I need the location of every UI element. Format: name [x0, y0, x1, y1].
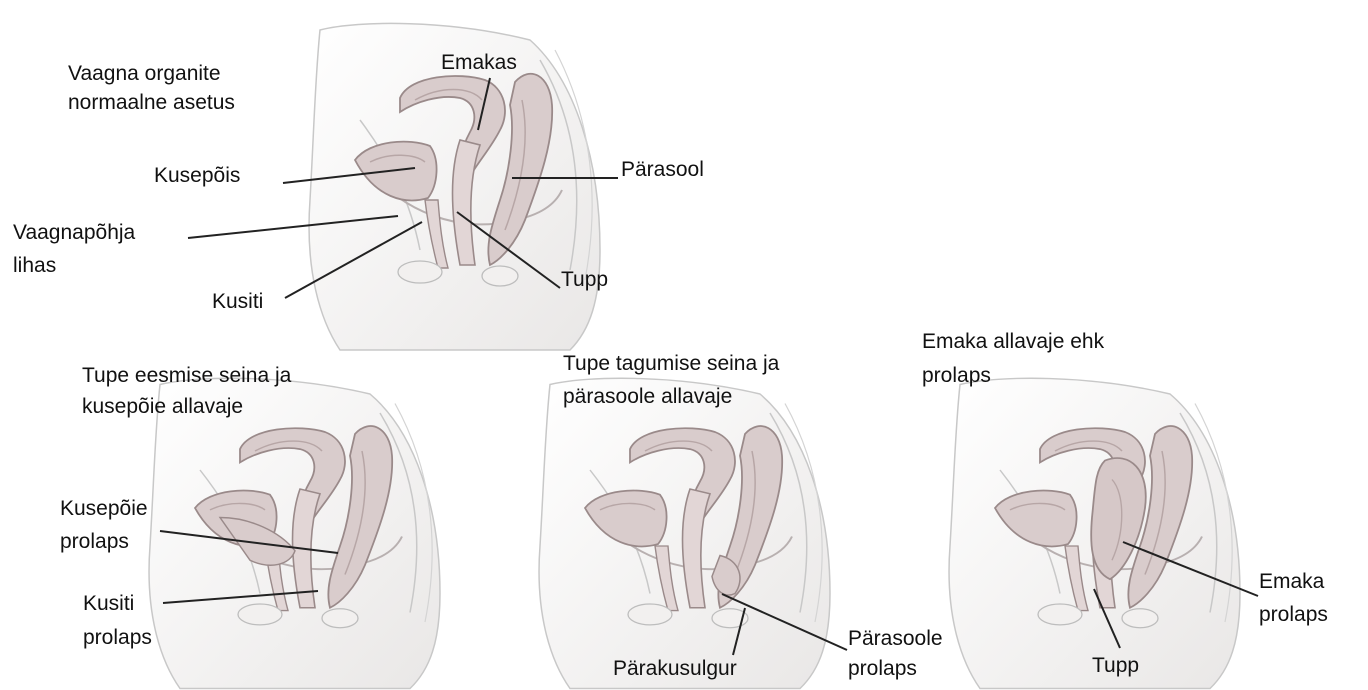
label-kusiti: Kusiti — [212, 288, 263, 316]
normal-title-line1: Vaagna organite — [68, 60, 221, 88]
label-kusepoie-prolaps-line1: Kusepõie — [60, 495, 148, 523]
label-kusiti-prolaps-line2: prolaps — [83, 624, 152, 652]
uterine-title-line1: Emaka allavaje ehk — [922, 328, 1104, 356]
posterior-title-line1: Tupe tagumise seina ja — [563, 350, 779, 378]
label-kusepois: Kusepõis — [154, 162, 240, 190]
uterine-prolapse-illustration — [949, 378, 1240, 688]
anterior-title-line2: kusepõie allavaje — [82, 393, 243, 421]
anterior-title-line1: Tupe eesmise seina ja — [82, 362, 291, 390]
anterior-prolapse-illustration — [149, 378, 440, 688]
label-parasoole-prolaps-line1: Pärasoole — [848, 625, 943, 653]
label-emaka-prolaps-line2: prolaps — [1259, 601, 1328, 629]
label-vaagnapohja-line2: lihas — [13, 252, 56, 280]
label-tupp-uterine: Tupp — [1092, 652, 1139, 680]
uterine-title-line2: prolaps — [922, 362, 991, 390]
label-kusiti-prolaps-line1: Kusiti — [83, 590, 134, 618]
label-emaka-prolaps-line1: Emaka — [1259, 568, 1324, 596]
posterior-prolapse-illustration — [539, 378, 830, 688]
label-kusepoie-prolaps-line2: prolaps — [60, 528, 129, 556]
normal-title-line2: normaalne asetus — [68, 89, 235, 117]
label-parasool: Pärasool — [621, 156, 704, 184]
label-parasoole-prolaps-line2: prolaps — [848, 655, 917, 683]
label-tupp: Tupp — [561, 266, 608, 294]
label-parakusulgur: Pärakusulgur — [613, 655, 737, 683]
posterior-title-line2: pärasoole allavaje — [563, 383, 732, 411]
label-emakas: Emakas — [441, 49, 517, 77]
label-vaagnapohja-line1: Vaagnapõhja — [13, 219, 135, 247]
